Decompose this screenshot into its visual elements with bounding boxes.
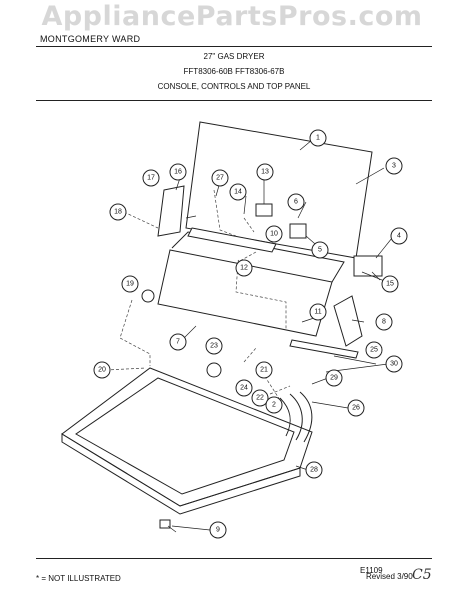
svg-text:5: 5 (318, 247, 322, 254)
svg-text:25: 25 (370, 347, 378, 354)
callout-21: 21 (255, 361, 273, 379)
callout-2: 2 (265, 396, 283, 414)
svg-text:1: 1 (316, 135, 320, 142)
svg-text:7: 7 (176, 339, 180, 346)
svg-text:2: 2 (272, 402, 276, 409)
section-title: CONSOLE, CONTROLS AND TOP PANEL (157, 82, 311, 91)
callout-13: 13 (256, 163, 274, 181)
callout-10: 10 (265, 225, 283, 243)
knob-23-shape (206, 362, 222, 378)
callout-19: 19 (121, 275, 139, 293)
callout-23: 23 (205, 337, 223, 355)
svg-text:10: 10 (270, 231, 278, 238)
callout-5: 5 (311, 241, 329, 259)
not-illustrated-note: * = NOT ILLUSTRATED (36, 574, 121, 583)
svg-text:13: 13 (261, 169, 269, 176)
callout-15: 15 (381, 275, 399, 293)
callout-18: 18 (109, 203, 127, 221)
callout-7: 7 (169, 333, 187, 351)
callout-3: 3 (385, 157, 403, 175)
console-shape (157, 249, 333, 337)
callout-26: 26 (347, 399, 365, 417)
svg-text:29: 29 (330, 375, 338, 382)
svg-text:17: 17 (147, 175, 155, 182)
callout-16: 16 (169, 163, 187, 181)
callout-12: 12 (235, 259, 253, 277)
svg-text:19: 19 (126, 281, 134, 288)
svg-text:22: 22 (256, 395, 264, 402)
svg-text:30: 30 (390, 361, 398, 368)
svg-text:6: 6 (294, 199, 298, 206)
callout-11: 11 (309, 303, 327, 321)
handwritten-mark: C5 (412, 567, 432, 583)
brand-label: MONTGOMERY WARD (40, 34, 141, 44)
svg-text:26: 26 (352, 405, 360, 412)
svg-text:12: 12 (240, 265, 248, 272)
svg-text:4: 4 (397, 233, 401, 240)
callout-17: 17 (142, 169, 160, 187)
bracket-shape (187, 227, 277, 253)
svg-text:11: 11 (314, 309, 321, 316)
wire-harness (279, 391, 313, 443)
callout-22: 22 (251, 389, 269, 407)
end-cap-left-shape (157, 185, 185, 237)
svg-text:8: 8 (382, 319, 386, 326)
callout-4: 4 (390, 227, 408, 245)
callout-24: 24 (235, 379, 253, 397)
callout-28: 28 (305, 461, 323, 479)
timer-shape (353, 255, 383, 277)
svg-text:16: 16 (174, 169, 182, 176)
knob-19-shape (141, 289, 155, 303)
svg-text:20: 20 (98, 367, 106, 374)
callout-14: 14 (229, 183, 247, 201)
callout-29: 29 (325, 369, 343, 387)
callout-8: 8 (375, 313, 393, 331)
svg-text:23: 23 (210, 343, 218, 350)
trim-strip-shape (289, 339, 359, 359)
dryer-top-inner (75, 377, 295, 495)
switch-shape (255, 203, 273, 217)
svg-text:24: 24 (240, 385, 248, 392)
callout-27: 27 (211, 169, 229, 187)
diagram-code: E1109 (360, 566, 383, 575)
svg-text:27: 27 (216, 175, 224, 182)
callout-1: 1 (309, 129, 327, 147)
revision-date: Revised 3/90 (366, 572, 413, 581)
svg-text:14: 14 (234, 189, 242, 196)
callout-6: 6 (287, 193, 305, 211)
svg-text:3: 3 (392, 163, 396, 170)
svg-text:28: 28 (310, 467, 318, 474)
model-title: 27" GAS DRYER (203, 52, 265, 61)
header-rule-bottom (36, 100, 432, 101)
leg-shape (159, 519, 171, 529)
header-rule-top (36, 46, 432, 47)
svg-text:9: 9 (216, 527, 220, 534)
svg-text:15: 15 (386, 281, 394, 288)
callout-9: 9 (209, 521, 227, 539)
svg-text:21: 21 (260, 367, 268, 374)
callout-20: 20 (93, 361, 111, 379)
dryer-top-shape (61, 367, 313, 507)
dryer-top-front (61, 433, 301, 515)
callout-30: 30 (385, 355, 403, 373)
svg-text:18: 18 (114, 209, 122, 216)
motor-shape (289, 223, 307, 239)
model-numbers: FFT8306-60B FFT8306-67B (183, 67, 285, 76)
footer-rule (36, 558, 432, 559)
end-cap-right-shape (333, 295, 363, 347)
callout-25: 25 (365, 341, 383, 359)
